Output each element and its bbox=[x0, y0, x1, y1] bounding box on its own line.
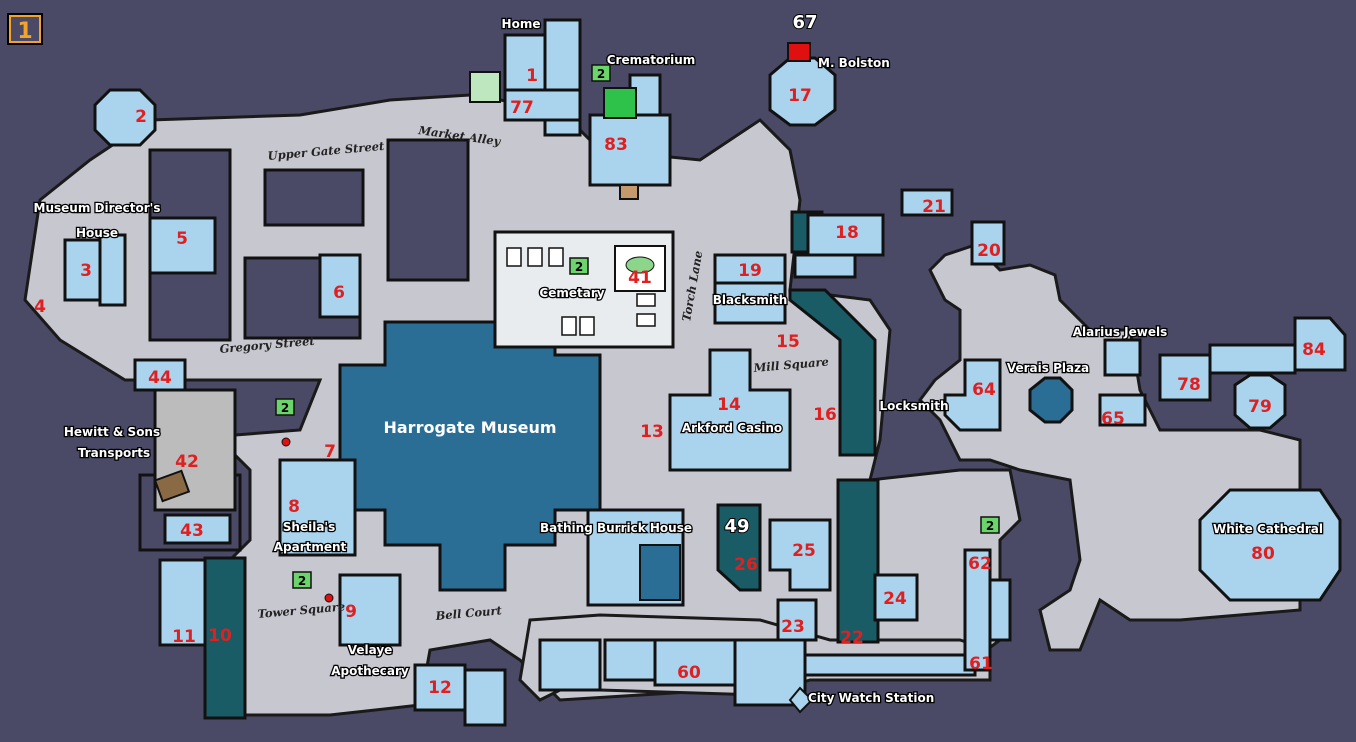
room-number: 5 bbox=[176, 229, 188, 249]
room-number: 3 bbox=[80, 261, 92, 281]
label-alarius-jewels: Alarius Jewels bbox=[1073, 325, 1167, 339]
label-blacksmith: Blacksmith bbox=[713, 293, 788, 307]
label-hewitt: Hewitt & Sons bbox=[64, 425, 160, 439]
label-locksmith: Locksmith bbox=[879, 399, 948, 413]
room-number: 77 bbox=[510, 98, 534, 118]
room-number: 67 bbox=[792, 12, 817, 33]
label-velaye: Velaye bbox=[348, 643, 393, 657]
room-number: 78 bbox=[1177, 375, 1201, 395]
room-number: 20 bbox=[977, 241, 1001, 261]
room-number: 26 bbox=[734, 555, 758, 575]
label-sheilas: Sheila's bbox=[283, 520, 335, 534]
room-number: 65 bbox=[1101, 409, 1125, 429]
room-number: 62 bbox=[968, 554, 992, 574]
room-number: 10 bbox=[208, 626, 232, 646]
label-white-cathedral: White Cathedral bbox=[1213, 522, 1323, 536]
room-number: 22 bbox=[840, 628, 864, 648]
room-number: 1 bbox=[526, 66, 538, 86]
room-number: 79 bbox=[1248, 397, 1272, 417]
room-number: 16 bbox=[813, 405, 837, 425]
room-number: 84 bbox=[1302, 340, 1326, 360]
level-marker[interactable]: 2 bbox=[980, 516, 1000, 534]
room-number: 80 bbox=[1251, 544, 1275, 564]
level-2-markers: 2 2 2 2 2 bbox=[275, 64, 1000, 603]
room-number: 17 bbox=[788, 86, 812, 106]
level-marker[interactable]: 2 bbox=[275, 398, 295, 416]
room-number: 9 bbox=[345, 602, 357, 622]
label-arkford-casino: Arkford Casino bbox=[682, 421, 782, 435]
room-number: 8 bbox=[288, 497, 300, 517]
room-number: 49 bbox=[724, 516, 749, 537]
canals bbox=[203, 210, 880, 720]
label-bathing: Bathing Burrick House bbox=[540, 521, 692, 535]
room-number: 6 bbox=[333, 283, 345, 303]
place-labels: Home Crematorium M. Bolston Museum Direc… bbox=[32, 16, 1324, 707]
room-number: 14 bbox=[717, 395, 741, 415]
level-badge-number: 1 bbox=[17, 19, 32, 44]
label-home: Home bbox=[502, 17, 541, 31]
room-number: 25 bbox=[792, 541, 816, 561]
room-number: 18 bbox=[835, 223, 859, 243]
room-numbers: 1 2 3 4 5 6 7 8 9 10 11 12 13 14 15 16 1… bbox=[34, 11, 1326, 698]
level-marker[interactable]: 2 bbox=[569, 257, 589, 275]
room-number: 12 bbox=[428, 678, 452, 698]
room-number: 41 bbox=[628, 268, 652, 288]
label-crematorium: Crematorium bbox=[607, 53, 696, 67]
museum-label: Harrogate Museum bbox=[383, 418, 556, 437]
level-marker[interactable]: 2 bbox=[292, 571, 312, 589]
label-sheilas-apartment: Apartment bbox=[274, 540, 347, 554]
rooms bbox=[63, 18, 1347, 727]
street-mill-square: Mill Square bbox=[752, 354, 829, 375]
svg-text:2: 2 bbox=[575, 260, 583, 274]
street-bell-court: Bell Court bbox=[434, 603, 503, 623]
room-number: 11 bbox=[172, 627, 196, 647]
room-number: 15 bbox=[776, 332, 800, 352]
label-museum-director-house: House bbox=[76, 226, 118, 240]
room-number: 23 bbox=[781, 617, 805, 637]
label-hewitt-transports: Transports bbox=[78, 446, 150, 460]
label-m-bolston: M. Bolston bbox=[818, 56, 890, 70]
svg-text:2: 2 bbox=[597, 67, 605, 81]
room-number: 42 bbox=[175, 452, 199, 472]
room-number: 43 bbox=[180, 521, 204, 541]
room-number: 4 bbox=[34, 297, 46, 317]
room-number: 44 bbox=[148, 368, 172, 388]
room-number: 60 bbox=[677, 663, 701, 683]
room-number: 2 bbox=[135, 107, 147, 127]
room-number: 21 bbox=[922, 197, 946, 217]
level-marker[interactable]: 2 bbox=[591, 64, 611, 82]
cemetary-label: Cemetary bbox=[539, 286, 604, 300]
room-number: 24 bbox=[883, 589, 907, 609]
label-city-watch: City Watch Station bbox=[808, 691, 934, 705]
svg-text:2: 2 bbox=[298, 574, 306, 588]
svg-text:2: 2 bbox=[986, 519, 994, 533]
room-number: 19 bbox=[738, 261, 762, 281]
room-number: 7 bbox=[324, 442, 336, 462]
room-number: 13 bbox=[640, 422, 664, 442]
cemetary: Cemetary bbox=[493, 230, 675, 349]
label-velaye-apothecary: Apothecary bbox=[331, 664, 409, 678]
room-number: 61 bbox=[969, 654, 993, 674]
label-museum-director: Museum Director's bbox=[34, 201, 161, 215]
street-verais-plaza: Verais Plaza bbox=[1007, 361, 1089, 375]
museum: Harrogate Museum bbox=[338, 320, 602, 592]
svg-text:2: 2 bbox=[281, 401, 289, 415]
room-number: 83 bbox=[604, 135, 628, 155]
room-number: 64 bbox=[972, 380, 996, 400]
